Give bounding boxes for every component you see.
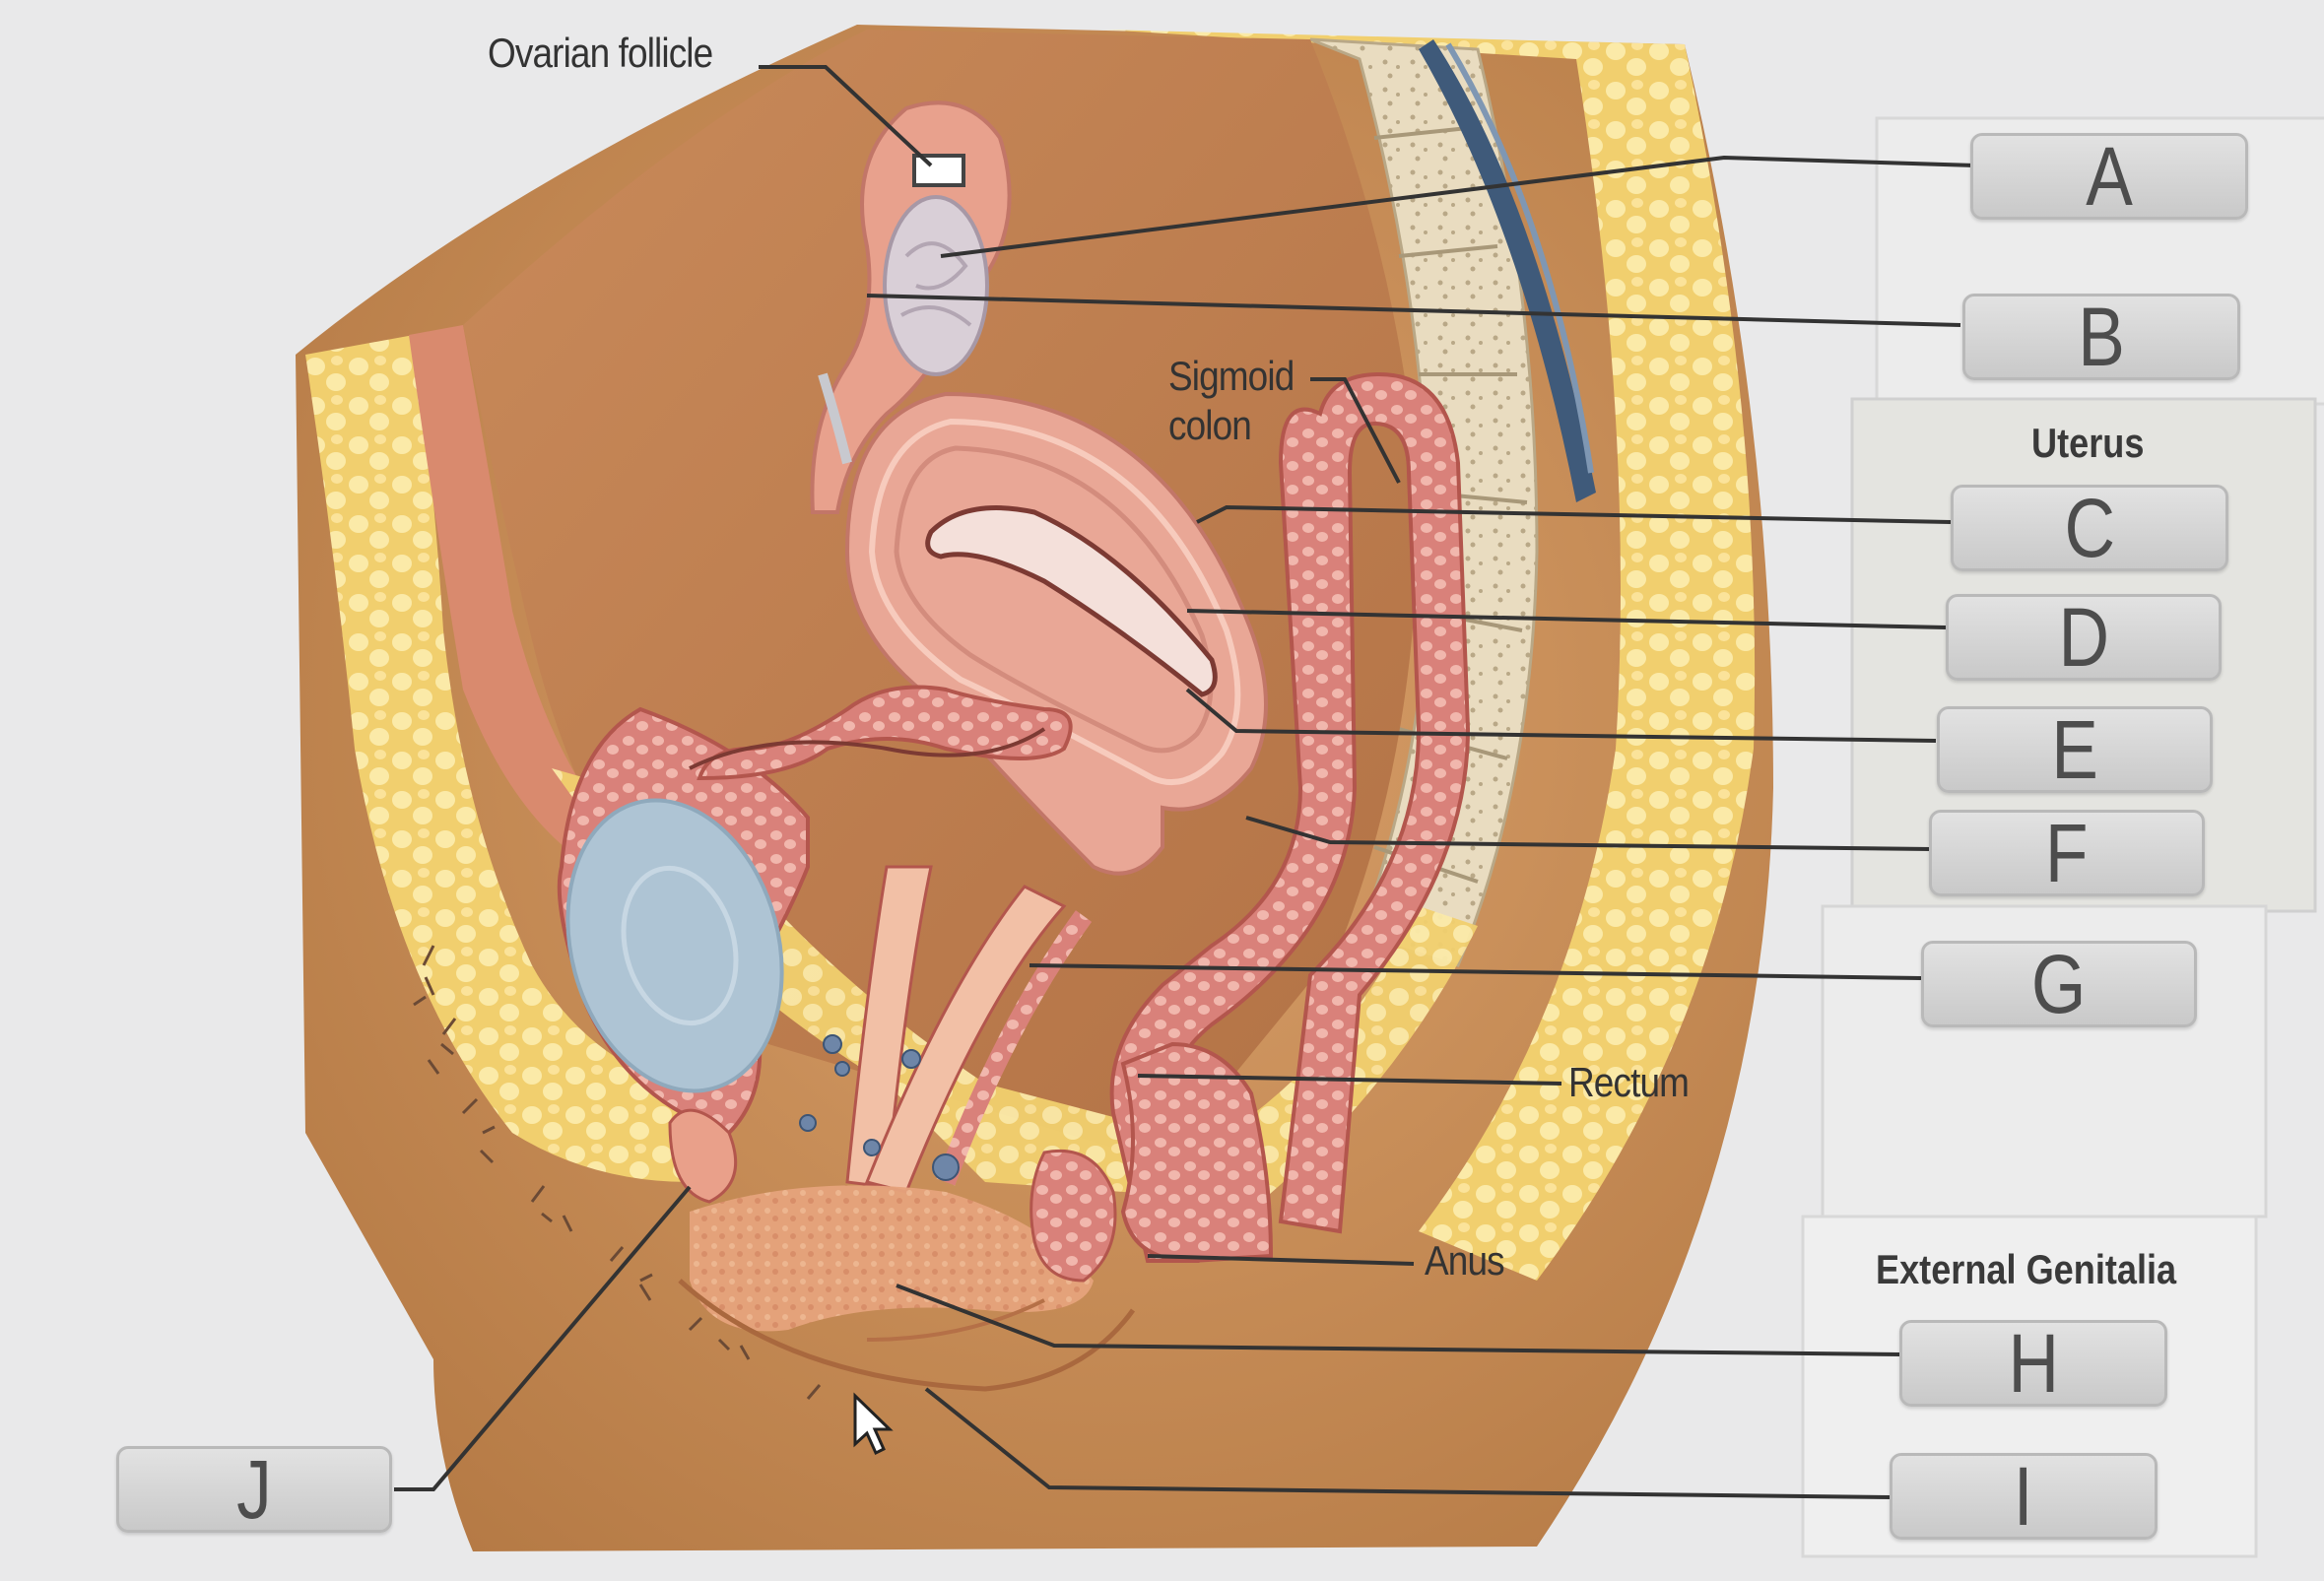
pubic-hair [413, 945, 869, 1419]
answer-box-h-label: H [2008, 1316, 2059, 1410]
leader-lines [394, 65, 1976, 1499]
spinal-cord [1419, 39, 1596, 502]
answer-box-e-label: E [2051, 702, 2098, 796]
answer-box-h[interactable]: H [1899, 1317, 2167, 1410]
uterus-section-heading: Uterus [2031, 420, 2145, 466]
answer-box-c-label: C [2064, 481, 2115, 574]
answer-box-g[interactable]: G [1921, 938, 2197, 1030]
sigmoid-colon-label-line1: Sigmoid [1168, 353, 1295, 399]
uterus [844, 391, 1268, 876]
answer-box-c[interactable]: C [1951, 482, 2228, 574]
rectum [1120, 1041, 1274, 1264]
answer-box-i[interactable]: I [1890, 1450, 2158, 1543]
answer-box-b-label: B [2078, 290, 2125, 383]
vaginal-canal [845, 865, 1093, 1194]
back-fat [1103, 30, 1756, 1281]
mouse-pointer-icon [853, 1392, 894, 1456]
anal-canal [1029, 1149, 1117, 1283]
answer-box-f[interactable]: F [1929, 807, 2205, 899]
answer-box-f-label: F [2045, 806, 2089, 899]
answer-box-b[interactable]: B [1962, 291, 2240, 383]
pubic-symphysis [565, 798, 784, 1093]
sigmoid-colon-label-line2: colon [1168, 402, 1252, 448]
external-genitalia-section-heading: External Genitalia [1876, 1246, 2177, 1292]
labia [690, 1185, 1094, 1332]
anus-label: Anus [1425, 1237, 1505, 1284]
rectus-muscle [409, 325, 631, 867]
rectum-label: Rectum [1568, 1059, 1690, 1105]
answer-box-g-label: G [2031, 937, 2087, 1030]
answer-box-d[interactable]: D [1946, 591, 2222, 684]
answer-box-e[interactable]: E [1937, 703, 2213, 796]
answer-box-i-label: I [2014, 1449, 2033, 1543]
vessels [799, 1034, 960, 1181]
answer-box-a[interactable]: A [1970, 130, 2248, 223]
answer-box-a-label: A [2086, 129, 2133, 223]
ovarian-follicle-label: Ovarian follicle [488, 30, 713, 76]
answer-box-d-label: D [2058, 590, 2109, 684]
ovary-and-tube [810, 100, 1012, 514]
anterior-fat [305, 335, 729, 1182]
answer-box-j[interactable]: J [116, 1443, 392, 1536]
clitoris [668, 1108, 738, 1204]
answer-box-j-label: J [236, 1442, 272, 1536]
